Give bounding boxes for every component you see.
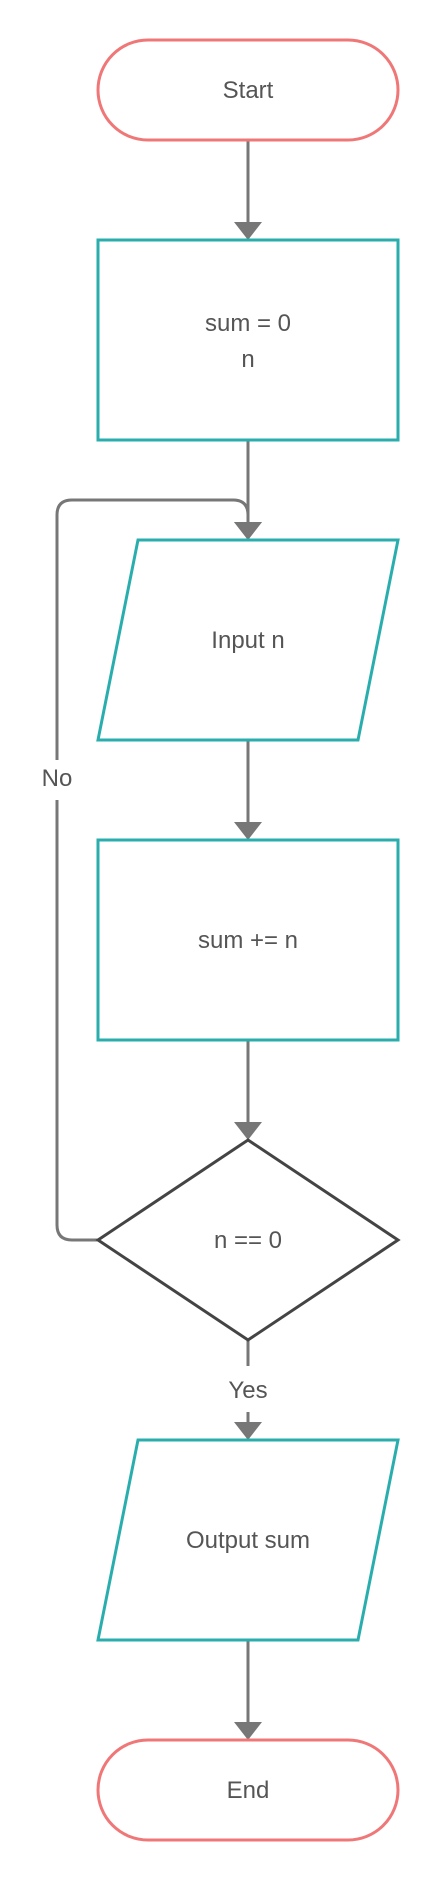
node-add-label: sum += n <box>198 927 298 954</box>
process-shape <box>96 838 400 1042</box>
terminal-shape <box>96 38 400 142</box>
node-end-label: End <box>227 1777 270 1804</box>
arrowhead-decision <box>234 1122 262 1140</box>
edge-label-yes: Yes <box>228 1377 267 1404</box>
diamond-shape <box>95 1138 401 1342</box>
node-init-label-line-2: n <box>241 346 254 373</box>
node-input-label: Input n <box>211 627 284 654</box>
node-decision[interactable]: n == 0 <box>95 1138 401 1342</box>
node-end[interactable]: End <box>96 1738 400 1842</box>
arrowhead-add <box>234 822 262 840</box>
arrowhead-no-loop <box>234 522 262 540</box>
node-decision-label: n == 0 <box>214 1227 282 1254</box>
edge-decision-no-loop <box>55 498 250 1242</box>
edge-label-no: No <box>42 765 73 792</box>
arrowhead-init <box>234 222 262 240</box>
process-shape <box>96 238 400 442</box>
node-input[interactable]: Input n <box>96 538 400 742</box>
parallelogram-shape <box>96 1438 400 1642</box>
node-start[interactable]: Start <box>96 38 400 142</box>
parallelogram-shape <box>96 538 400 742</box>
node-output[interactable]: Output sum <box>96 1438 400 1642</box>
terminal-shape <box>96 1738 400 1842</box>
node-add[interactable]: sum += n <box>96 838 400 1042</box>
node-init[interactable]: sum = 0 n <box>96 238 400 442</box>
arrowhead-output <box>234 1422 262 1440</box>
node-output-label: Output sum <box>186 1527 310 1554</box>
edges <box>55 140 262 1740</box>
node-init-label-line-1: sum = 0 <box>205 310 291 337</box>
node-start-label: Start <box>223 77 274 104</box>
arrowhead-end <box>234 1722 262 1740</box>
